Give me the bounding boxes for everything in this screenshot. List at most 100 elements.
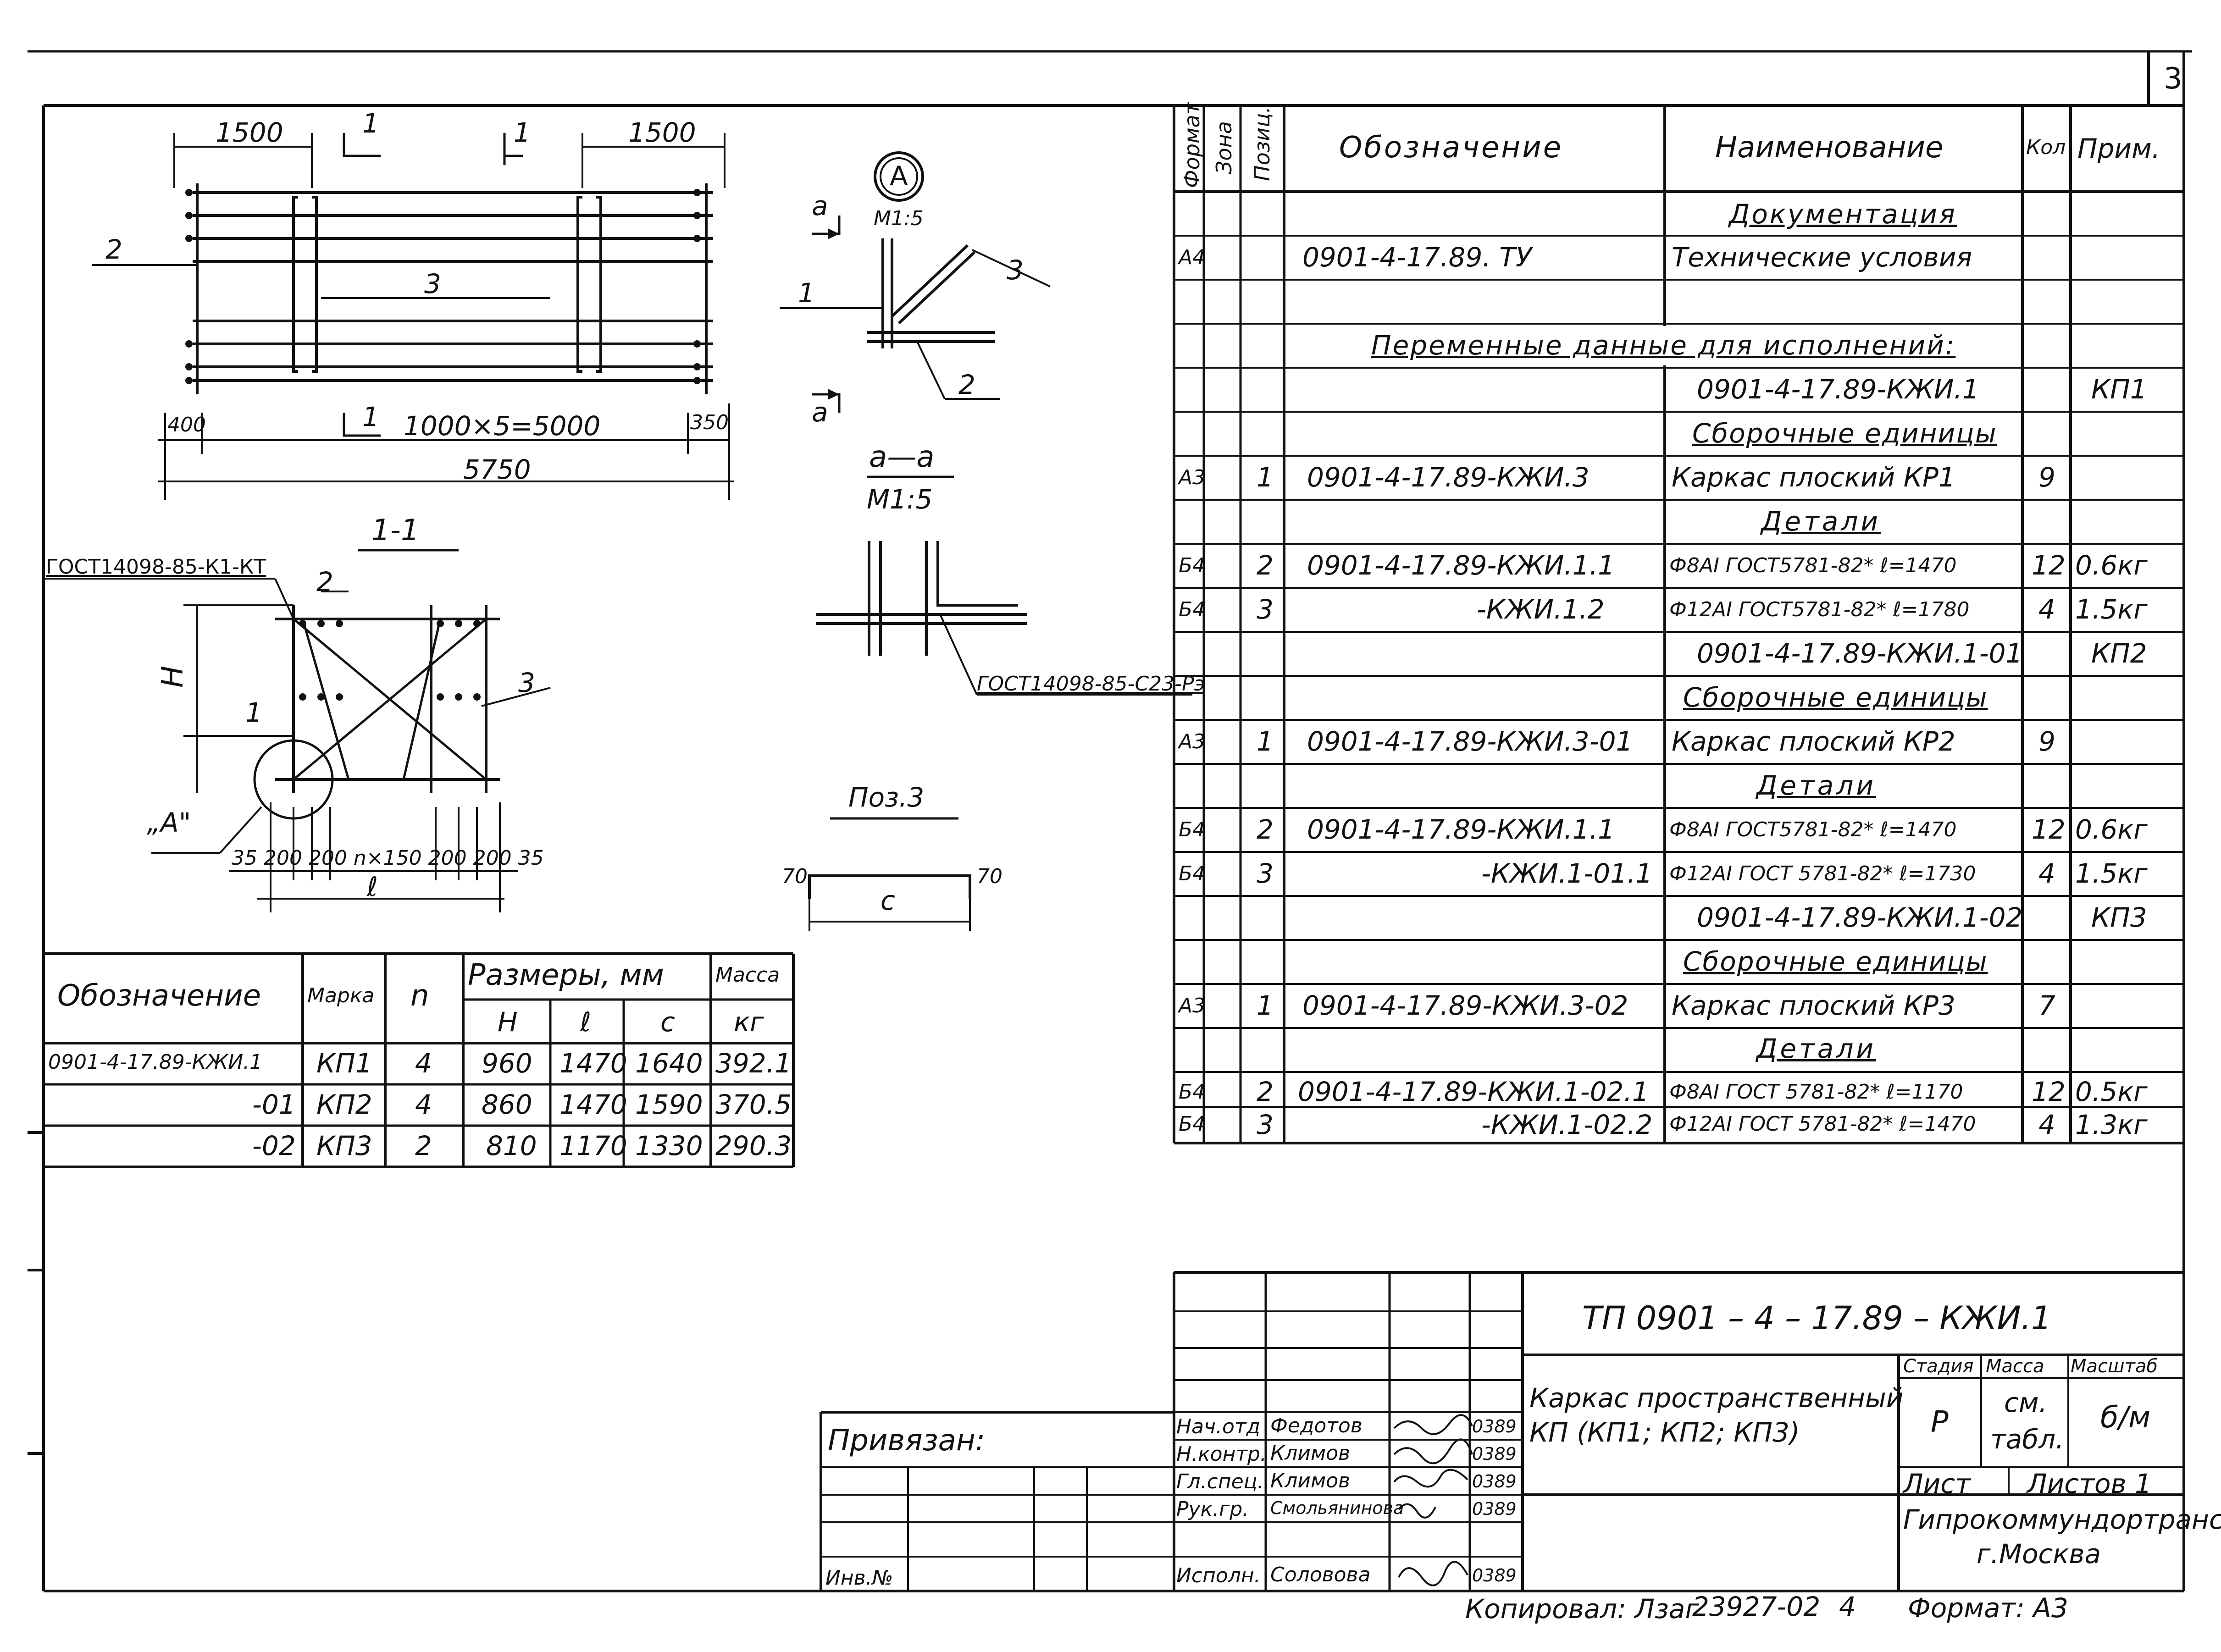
spec-row-pos: 2 [1257, 814, 1274, 845]
spec-row-note: 0.6кг [2075, 814, 2148, 845]
person-name: Соловова [1270, 1563, 1371, 1586]
pos3-dim-70-left: 70 [782, 865, 808, 888]
detail-a-leader-3: 3 [1007, 254, 1024, 286]
spec-row-designation: Переменные данные для исполнений: [1371, 330, 1956, 361]
dims-row-mark: КП2 [316, 1089, 372, 1120]
title-block-scale-label: Масштаб [2071, 1356, 2158, 1377]
spec-row-pos: 2 [1257, 550, 1274, 581]
spec-row-note: КП2 [2091, 638, 2147, 669]
section-11-leader-1: 1 [245, 697, 262, 728]
title-block-stage-value: Р [1931, 1405, 1949, 1439]
pos3-view [808, 817, 971, 931]
dims-row-mass: 392.1 [715, 1048, 792, 1079]
person-date: 0389 [1472, 1565, 1517, 1586]
spec-row-designation: 0901-4-17.89-КЖИ.3-02 [1302, 990, 1628, 1021]
spec-row-designation: 0901-4-17.89-КЖИ.1.1 [1307, 550, 1615, 581]
spec-row-name: Сборочные единицы [1683, 946, 1988, 977]
spec-row-name: 0901-4-17.89-КЖИ.1-01 [1697, 638, 2023, 669]
spec-row-name: 0901-4-17.89-КЖИ.1-02 [1697, 902, 2023, 933]
dims-row-n: 4 [415, 1089, 432, 1120]
dims-row-n: 4 [415, 1048, 432, 1079]
spec-row-name: Сборочные единицы [1692, 418, 1997, 449]
detail-a-cut-top: а [812, 190, 828, 221]
spec-row-pos: 3 [1257, 858, 1274, 889]
spec-row-pos: 1 [1257, 462, 1274, 493]
spec-row-note: 0.5кг [2075, 1076, 2148, 1107]
title-block-mass-label: Масса [1986, 1356, 2044, 1377]
pos3-dim-70-right: 70 [977, 865, 1002, 888]
section-aa-title: а—а [869, 440, 935, 474]
dims-row-mass: 370.5 [715, 1089, 792, 1120]
section-aa-scale: М1:5 [867, 484, 933, 515]
spec-row-designation: 0901-4-17.89-КЖИ.3-01 [1307, 726, 1633, 757]
detail-a-callout: A [890, 160, 908, 192]
plan-dim-1500-right: 1500 [628, 117, 696, 148]
pos3-dim-c: с [881, 885, 895, 916]
plan-dim-5750: 5750 [463, 454, 531, 485]
person-role: Рук.гр. [1176, 1497, 1249, 1521]
spec-row-designation: 0901-4-17.89-КЖИ.3 [1307, 462, 1590, 493]
person-name: Климов [1270, 1442, 1351, 1465]
title-block-name-line1: Каркас пространственный [1529, 1382, 1904, 1414]
spec-row-name: Детали [1756, 770, 1877, 801]
detail-a-leader-1: 1 [798, 277, 815, 309]
person-name: Федотов [1270, 1414, 1363, 1437]
dims-row-h: 860 [482, 1089, 532, 1120]
title-block-mass-value-2: табл. [1990, 1424, 2064, 1455]
section-11-title: 1-1 [371, 514, 420, 547]
person-date: 0389 [1472, 1471, 1517, 1492]
spec-row-note: 1.3кг [2075, 1109, 2148, 1140]
footer-format: Формат: А3 [1908, 1592, 2068, 1624]
spec-row-format: Б4 [1179, 862, 1206, 885]
section-11-callout: „А" [147, 807, 191, 838]
spec-row-name: Детали [1761, 506, 1881, 537]
dims-row-n: 2 [415, 1130, 432, 1161]
spec-row-format: Б4 [1179, 554, 1206, 577]
spec-row-name: Каркас плоский КР2 [1672, 726, 1955, 757]
dims-col-c: с [660, 1006, 675, 1038]
spec-col-designation: Обозначение [1339, 131, 1563, 165]
dims-row-mass: 290.3 [715, 1130, 792, 1161]
person-role: Исполн. [1176, 1564, 1261, 1587]
dims-col-h: Н [498, 1006, 518, 1038]
plan-dim-1000x5: 1000×5=5000 [404, 410, 601, 442]
person-role: Н.контр. [1176, 1442, 1267, 1466]
dims-row-designation: 0901-4-17.89-КЖИ.1 [48, 1050, 263, 1074]
spec-row-note: КП3 [2091, 902, 2147, 933]
spec-row-qty: 12 [2032, 1076, 2066, 1107]
spec-row-note: 0.6кг [2075, 550, 2148, 581]
person-date: 0389 [1472, 1416, 1517, 1437]
dims-row-mark: КП3 [316, 1130, 372, 1161]
spec-row-note: КП1 [2091, 374, 2147, 405]
spec-row-designation: 0901-4-17.89-КЖИ.1.1 [1307, 814, 1615, 845]
dims-col-mass-unit: кг [734, 1006, 764, 1038]
section-11-leader-3: 3 [518, 667, 535, 698]
spec-row-designation: -КЖИ.1.2 [1477, 594, 1605, 625]
dims-row-designation: -02 [252, 1130, 296, 1161]
plan-leader-2: 2 [105, 234, 122, 265]
spec-col-qty: Кол [2026, 136, 2066, 159]
plan-view [92, 133, 734, 500]
spec-row-name: Детали [1756, 1033, 1877, 1064]
spec-row-pos: 2 [1257, 1076, 1274, 1107]
person-date: 0389 [1472, 1499, 1517, 1519]
spec-row-name: Сборочные единицы [1683, 682, 1988, 713]
plan-dim-400: 400 [167, 413, 206, 436]
person-role: Нач.отд [1176, 1415, 1261, 1438]
plan-leader-3: 3 [424, 268, 441, 299]
dims-col-l: ℓ [580, 1006, 591, 1038]
spec-row-pos: 3 [1257, 594, 1274, 625]
plan-section-mark-top-left: 1 [362, 108, 379, 139]
pos3-title: Поз.3 [848, 782, 925, 813]
spec-col-name: Наименование [1715, 131, 1944, 165]
spec-row-format: Б4 [1179, 1080, 1206, 1104]
spec-row-pos: 1 [1257, 990, 1274, 1021]
spec-row-qty: 4 [2038, 858, 2055, 889]
spec-row-name: Каркас плоский КР3 [1672, 990, 1955, 1021]
title-block-grid [820, 1271, 2184, 1591]
detail-a-cut-bottom: а [812, 397, 828, 428]
section-11-weld: ГОСТ14098-85-К1-КТ [46, 555, 266, 579]
title-block-name-line2: КП (КП1; КП2; КП3) [1529, 1417, 1800, 1448]
title-block-bound-label: Привязан: [828, 1424, 986, 1458]
spec-row-qty: 7 [2038, 990, 2055, 1021]
